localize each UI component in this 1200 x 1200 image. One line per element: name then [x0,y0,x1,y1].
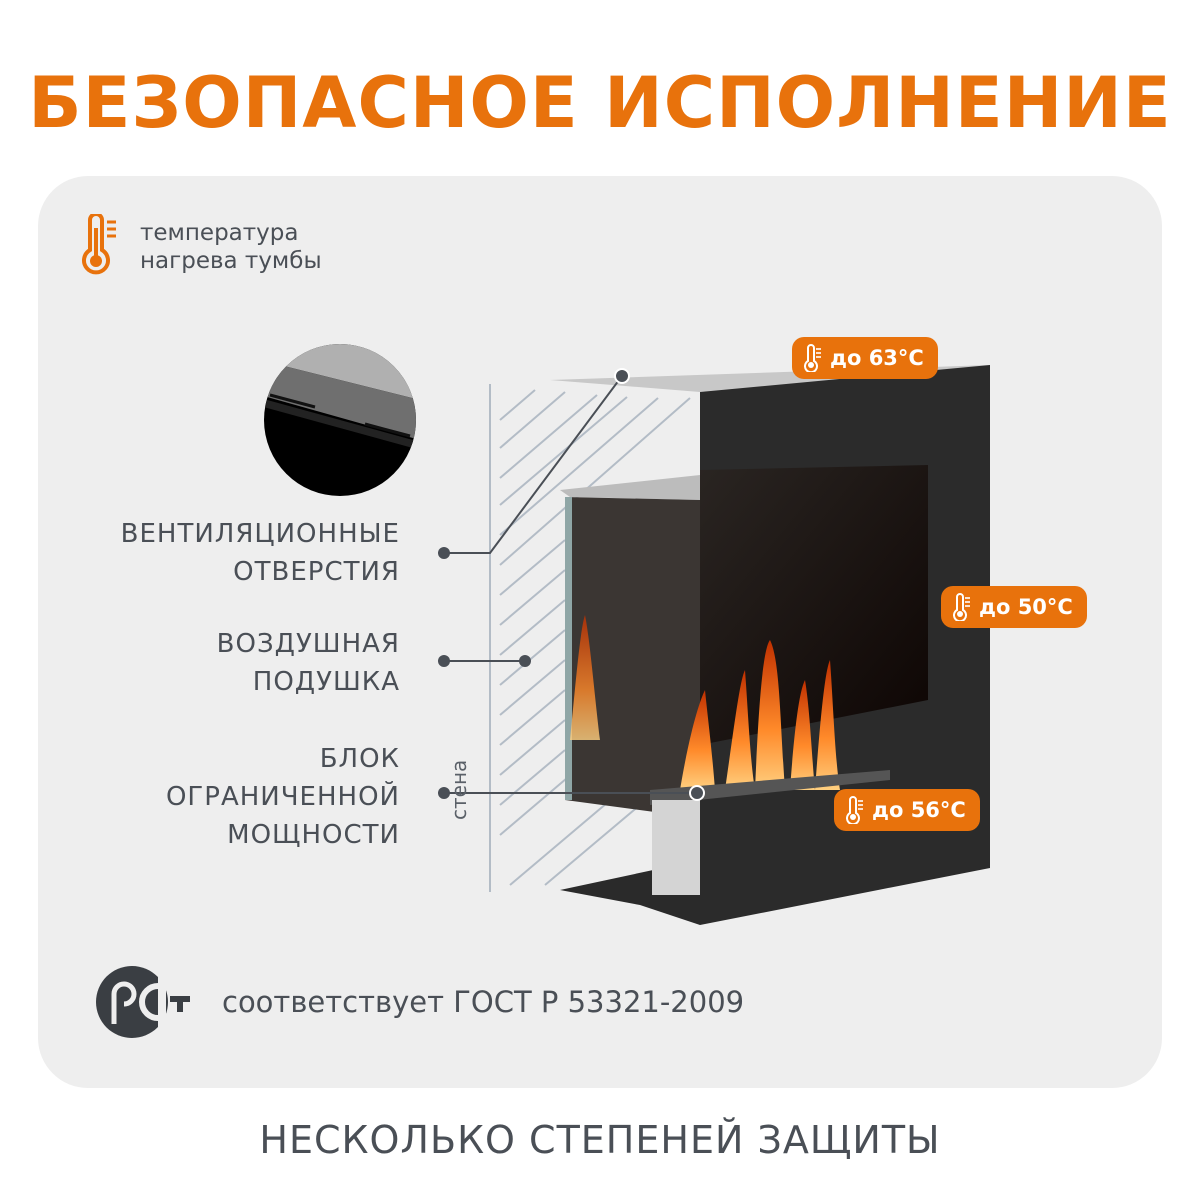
temp-badge-side: до 50°C [941,586,1087,628]
feature-power-line1: БЛОК [319,744,400,774]
legend-line-2: нагрева тумбы [140,248,322,274]
page-title: БЕЗОПАСНОЕ ИСПОЛНЕНИЕ [28,62,1172,144]
feature-air-cushion: ВОЗДУШНАЯ ПОДУШКА [217,625,400,701]
feature-vents-line2: ОТВЕРСТИЯ [233,557,400,587]
wall-label: стена [447,759,471,820]
thermometer-icon [953,593,970,621]
feature-air-line1: ВОЗДУШНАЯ [216,629,400,659]
temp-badge-top: до 63°C [792,337,938,379]
feature-vents: ВЕНТИЛЯЦИОННЫЕ ОТВЕРСТИЯ [121,515,400,591]
feature-power-block: БЛОК ОГРАНИЧЕННОЙ МОЩНОСТИ [166,740,400,854]
temp-badge-bottom: до 56°C [834,789,980,831]
feature-air-line2: ПОДУШКА [252,667,400,697]
thermometer-icon [80,212,120,280]
temp-badge-top-label: до 63°C [830,346,924,370]
temp-badge-side-label: до 50°C [979,595,1073,619]
feature-power-line3: МОЩНОСТИ [227,820,400,850]
temperature-legend: температура нагрева тумбы [80,212,322,280]
temp-badge-bottom-label: до 56°C [872,798,966,822]
certification-text: соответствует ГОСТ Р 53321-2009 [222,985,745,1019]
footer-subtitle: НЕСКОЛЬКО СТЕПЕНЕЙ ЗАЩИТЫ [259,1118,941,1162]
certification: соответствует ГОСТ Р 53321-2009 [94,964,744,1040]
vent-detail-zoom [264,344,416,496]
feature-power-line2: ОГРАНИЧЕННОЙ [165,782,400,812]
thermometer-icon [846,796,863,824]
feature-vents-line1: ВЕНТИЛЯЦИОННЫЕ [120,519,400,549]
thermometer-icon [804,344,821,372]
legend-line-1: температура [140,220,299,246]
rst-logo-icon [96,966,190,1038]
flames [570,615,840,790]
